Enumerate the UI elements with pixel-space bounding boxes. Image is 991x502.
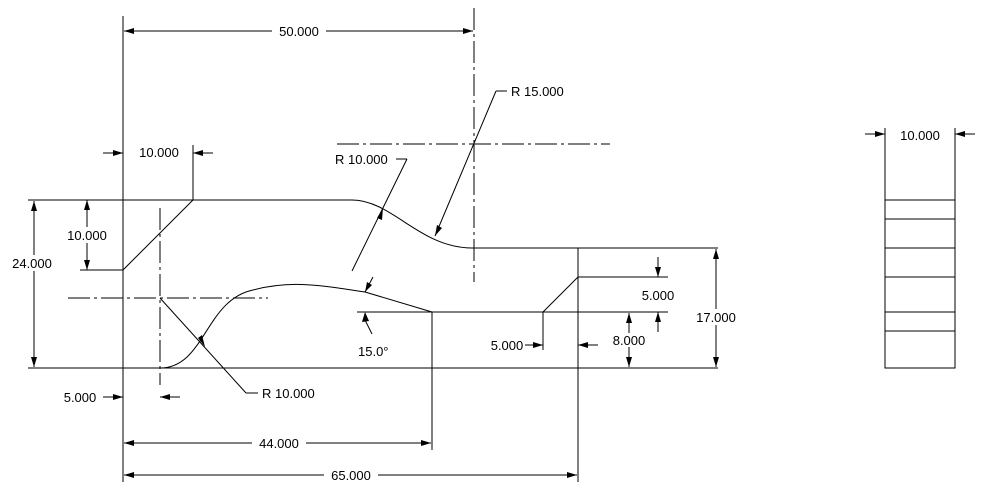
dimension-angle: 15.0° <box>357 276 432 359</box>
dimension-offset-left-label: 5.000 <box>64 390 97 405</box>
leader-r15: R 15.000 <box>434 84 564 237</box>
dimension-total-height-label: 24.000 <box>12 256 52 271</box>
dimension-chamfer-width-label: 10.000 <box>139 145 179 160</box>
dimension-44-label: 44.000 <box>259 436 299 451</box>
dimension-chamfer-height: 10.000 <box>62 200 123 271</box>
part-outline <box>122 199 579 369</box>
dimension-17-label: 17.000 <box>696 310 736 325</box>
dimension-thickness-label: 10.000 <box>900 128 940 143</box>
dimension-8-label: 8.000 <box>613 333 646 348</box>
dimension-step-horizontal: 5.000 <box>491 312 598 353</box>
dimension-step-vertical-label: 5.000 <box>642 288 675 303</box>
leader-r10-upper-label: R 10.000 <box>335 152 388 167</box>
dimension-44: 44.000 <box>124 312 433 451</box>
dimension-thickness: 10.000 <box>865 128 975 200</box>
slot-outline <box>159 276 579 369</box>
dimension-chamfer-width: 10.000 <box>103 145 213 200</box>
center-lines <box>68 8 610 385</box>
dimension-65: 65.000 <box>124 368 579 483</box>
leader-r10-lower-label: R 10.000 <box>262 386 315 401</box>
dimension-50-label: 50.000 <box>279 24 319 39</box>
dimension-step-vertical: 5.000 <box>543 257 674 332</box>
leader-r10-upper: R 10.000 <box>335 152 408 272</box>
dimension-offset-left: 5.000 <box>64 368 180 482</box>
dimension-angle-label: 15.0° <box>358 344 389 359</box>
dimension-8: 8.000 <box>578 313 718 369</box>
dimension-total-height: 24.000 <box>8 199 193 369</box>
leader-r10-lower: R 10.000 <box>159 297 315 401</box>
dimension-17: 17.000 <box>578 247 741 367</box>
dimension-65-label: 65.000 <box>331 468 371 483</box>
dimension-chamfer-height-label: 10.000 <box>67 228 107 243</box>
dimension-50: 50.000 <box>122 16 473 270</box>
leader-r15-label: R 15.000 <box>511 84 564 99</box>
dimension-step-horizontal-label: 5.000 <box>491 338 524 353</box>
side-view <box>884 199 956 369</box>
